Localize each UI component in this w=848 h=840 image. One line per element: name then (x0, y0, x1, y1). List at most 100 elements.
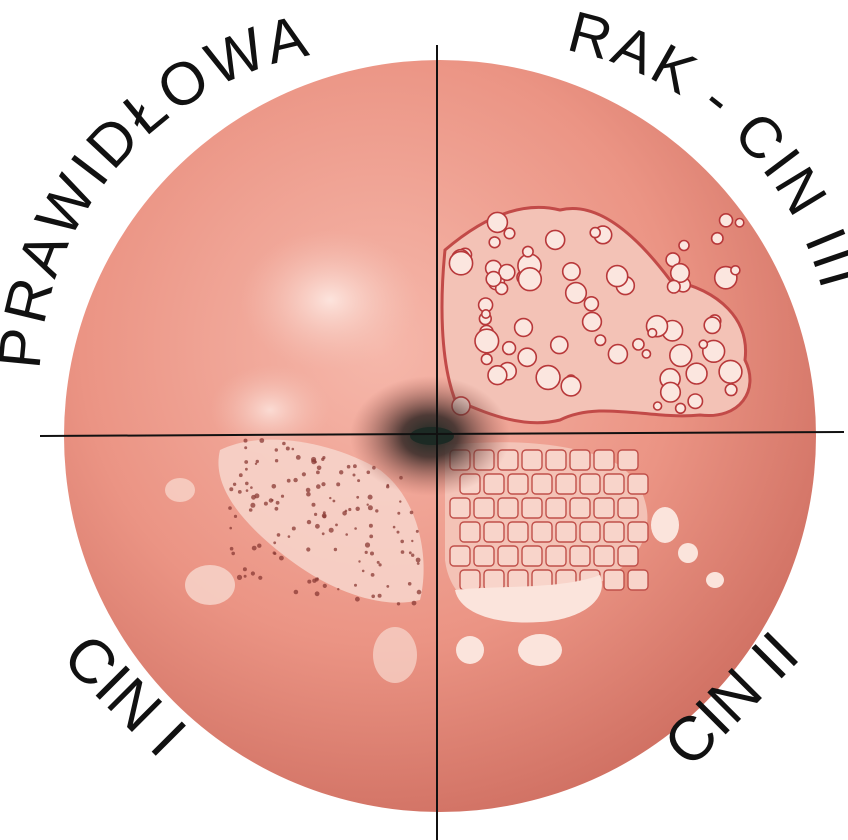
lesion-cell (449, 252, 472, 275)
punctation-dot (229, 527, 232, 530)
punctation-dot (256, 460, 259, 463)
mosaic-tile (498, 546, 518, 566)
lesion-cell (712, 233, 723, 244)
punctation-dot (229, 487, 233, 491)
punctation-dot (369, 524, 373, 528)
punctation-dot (362, 570, 365, 573)
punctation-dot (230, 547, 234, 551)
mosaic-tile (532, 522, 552, 542)
cin1-patch (165, 478, 195, 502)
punctation-dot (311, 457, 316, 462)
punctation-dot (292, 527, 296, 531)
punctation-dot (244, 460, 248, 464)
punctation-dot (315, 524, 320, 529)
lesion-cell (563, 263, 580, 280)
punctation-dot (316, 471, 320, 475)
punctation-dot (386, 585, 389, 588)
lesion-cell (676, 403, 686, 413)
punctation-dot (322, 532, 325, 535)
lesion-cell (699, 340, 707, 348)
punctation-dot (356, 507, 360, 511)
mosaic-tile (580, 522, 600, 542)
cin2-patch (706, 572, 724, 588)
mosaic-tile (474, 546, 494, 566)
lesion-cell (607, 266, 628, 287)
punctation-dot (397, 531, 400, 534)
punctation-dot (371, 595, 375, 599)
mosaic-tile (604, 570, 624, 590)
lesion-cell (686, 363, 707, 384)
punctation-dot (401, 550, 405, 554)
lesion-cell (671, 264, 690, 283)
punctation-dot (337, 588, 339, 590)
punctation-dot (275, 507, 279, 511)
mosaic-tile (556, 522, 576, 542)
mosaic-tile (484, 522, 504, 542)
mosaic-tile (570, 450, 590, 470)
mosaic-tile (580, 474, 600, 494)
mosaic-tile (570, 546, 590, 566)
punctation-dot (275, 459, 278, 462)
mosaic-tile (484, 570, 504, 590)
lesion-cell (475, 329, 499, 353)
lesion-cell (482, 310, 490, 318)
mosaic-tile (594, 546, 614, 566)
mosaic-tile (594, 450, 614, 470)
lesion-cell (504, 228, 515, 239)
punctation-dot (272, 484, 277, 489)
punctation-dot (273, 551, 276, 554)
punctation-dot (281, 495, 284, 498)
punctation-dot (315, 591, 320, 596)
punctation-dot (339, 470, 343, 474)
punctation-dot (288, 535, 291, 538)
normal-highlight (240, 230, 420, 370)
punctation-dot (307, 580, 311, 584)
punctation-dot (271, 499, 273, 501)
lesion-cell (584, 297, 598, 311)
punctation-dot (408, 582, 412, 586)
lesion-cell (486, 272, 501, 287)
punctation-dot (257, 544, 261, 548)
punctation-dot (371, 573, 375, 577)
punctation-dot (237, 575, 242, 580)
mosaic-tile (628, 522, 648, 542)
punctation-dot (329, 528, 334, 533)
punctation-dot (356, 496, 359, 499)
lesion-cell (583, 312, 602, 331)
mosaic-tile (546, 450, 566, 470)
lesion-cell (561, 376, 581, 396)
mosaic-tile (522, 450, 542, 470)
punctation-dot (365, 551, 368, 554)
lesion-cell (654, 402, 662, 410)
punctation-dot (228, 506, 232, 510)
punctation-dot (244, 575, 247, 578)
punctation-dot (347, 465, 351, 469)
mosaic-tile (604, 522, 624, 542)
mosaic-tile (522, 546, 542, 566)
punctation-dot (323, 511, 326, 514)
punctation-dot (334, 548, 337, 551)
punctation-dot (294, 590, 299, 595)
punctation-dot (279, 556, 284, 561)
punctation-dot (353, 464, 357, 468)
lesion-cell (642, 350, 650, 358)
punctation-dot (353, 474, 356, 477)
punctation-dot (307, 520, 311, 524)
punctation-dot (245, 482, 249, 486)
mosaic-tile (508, 474, 528, 494)
punctation-dot (233, 483, 236, 486)
punctation-dot (234, 515, 237, 518)
mosaic-tile (508, 522, 528, 542)
mosaic-tile (498, 498, 518, 518)
punctation-dot (321, 482, 325, 486)
punctation-dot (254, 493, 259, 498)
mosaic-tile (570, 498, 590, 518)
punctation-dot (379, 563, 382, 566)
punctation-dot (316, 484, 321, 489)
punctation-dot (250, 503, 255, 508)
punctation-dot (400, 540, 404, 544)
lesion-cell (519, 268, 542, 291)
punctation-dot (333, 500, 336, 503)
lesion-cell (679, 241, 689, 251)
